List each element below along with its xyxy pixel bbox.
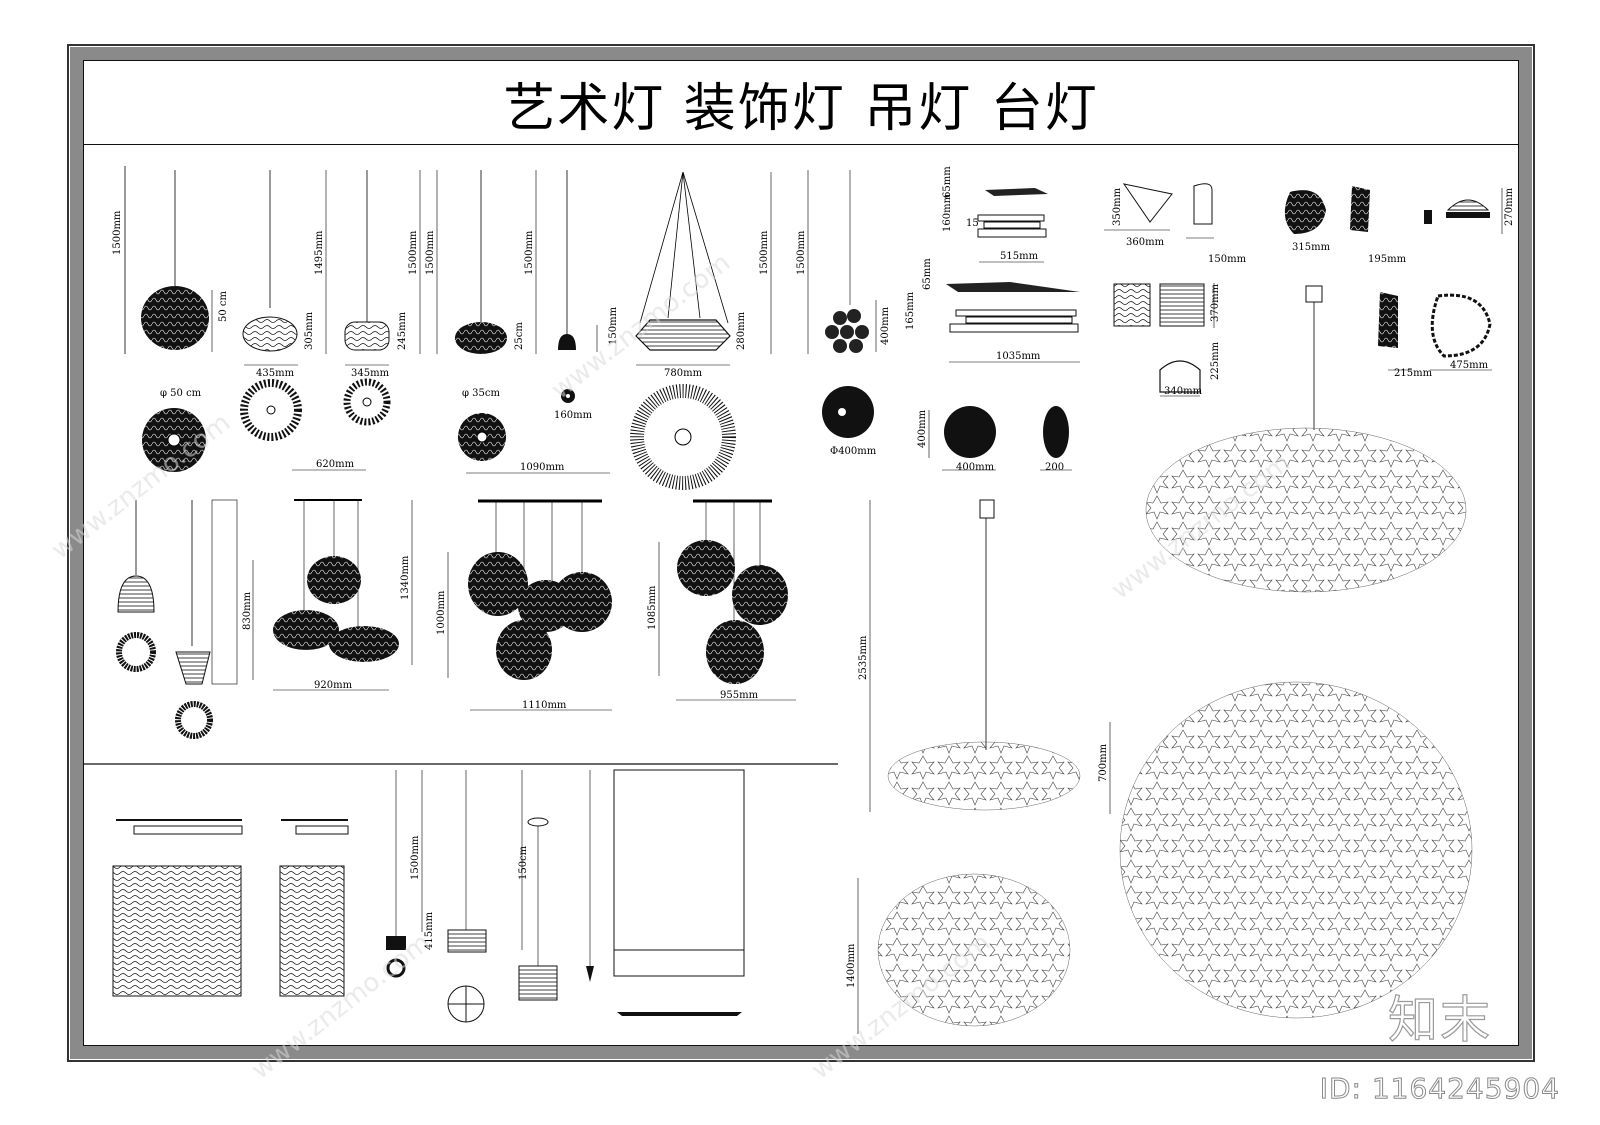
dim-text: 245mm [397,311,408,350]
pendant-drum-shade [518,770,594,1001]
dim-text: 270mm [1504,187,1515,226]
dim-text: 200 [1045,462,1064,473]
glass-panel-lamp [613,769,745,1016]
dim-text: 955mm [720,690,759,701]
drawing-frame-inner [83,60,1519,1046]
sheet-title: 艺术灯 装饰灯 吊灯 台灯 [503,78,1099,139]
dim-text: 1035mm [996,351,1041,362]
dim-text: 1090mm [520,462,565,473]
dim-text: 830mm [242,591,253,630]
dim-text: 1500mm [759,230,770,275]
dim-text: 15 [966,218,979,229]
dim-text: 620mm [316,459,355,470]
wall-panel-wave-large [112,819,243,997]
dim-text: 400mm [880,306,891,345]
image-id: ID: 1164245904 [1319,1072,1560,1106]
plan-diamond [630,384,736,490]
dim-text: 305mm [304,311,315,350]
dim-text: 1500mm [524,230,535,275]
plan-drum [343,378,391,426]
dim-text: 475mm [1450,360,1489,371]
chandelier-4-nest-1110 [447,499,612,711]
petal-chandelier-plan-small [857,873,1071,1034]
dim-text: 150mm [1208,254,1247,265]
watermark-text: www.znzmo.com [46,408,236,566]
wall-panel-wave-small [279,819,349,997]
dim-text: 160mm [554,410,593,421]
dim-text: 400mm [917,409,928,448]
dim-text: 65mm [922,258,933,290]
brand-logo: 知末 [1387,990,1492,1049]
dim-text: 370mm [1210,283,1221,322]
title-divider [83,144,1519,145]
dim-text: Φ400mm [830,446,877,457]
pendant-grape-cluster [807,170,877,354]
dim-text: 345mm [351,368,390,379]
side-grape [1043,406,1069,458]
dim-text: 700mm [1098,743,1109,782]
dim-text: 195mm [1368,254,1407,265]
pendant-oval-435 [242,170,327,366]
dim-text: 25cm [514,322,525,350]
dim-text: 160mm [942,193,953,232]
chandelier-3-nest-920 [273,499,413,691]
dim-text: 1500mm [796,230,807,275]
petal-chandelier-large [1145,285,1467,593]
pendant-nest-35cm [455,170,537,354]
dim-text: 1110mm [522,700,567,711]
dim-text: 150cm [518,845,529,880]
dim-text: 1500mm [410,835,421,880]
ceiling-layered-515 [977,188,1048,263]
dim-text: 1500mm [425,230,436,275]
drawing-frame-band [70,47,1532,1059]
pendant-diamond-780 [635,171,772,366]
chandelier-3-nest-955 [658,499,796,701]
plan-grape-2 [944,406,996,458]
pendant-drum-345 [344,170,438,366]
dim-text: 1000mm [436,590,447,635]
dim-text: 350mm [1112,187,1123,226]
dim-text: 315mm [1292,242,1331,253]
dim-text: 920mm [314,680,353,691]
dim-text: 1085mm [647,585,658,630]
dim-text: 415mm [424,911,435,950]
dim-text: 65mm [942,166,953,198]
dim-text: 225mm [1210,341,1221,380]
dim-text: 1340mm [400,555,411,600]
dim-text: 435mm [256,368,295,379]
dim-text: 50 cm [218,290,229,322]
pendant-mini-drums [386,770,487,1023]
dim-text: 1500mm [112,210,123,255]
dim-text: 280mm [736,311,747,350]
dim-text: 150mm [608,306,619,345]
plan-grape [822,386,874,438]
dim-text: 515mm [1000,251,1039,262]
dim-text: 1500mm [408,230,419,275]
dim-text: 1495mm [314,230,325,275]
pendant-mini-bell [558,170,598,352]
pendant-nest-50cm [124,166,213,354]
dim-text: 400mm [956,462,995,473]
plan-oval [240,379,302,441]
petal-chandelier-plan-large [1119,681,1473,1019]
dim-text: 215mm [1394,368,1433,379]
dim-text: 2535mm [858,635,869,680]
wall-lamp-shades [1113,283,1215,397]
pendant-small-bells [116,499,238,739]
dim-text: 165mm [905,291,916,330]
wall-lamp-ripple [1378,292,1492,371]
dim-text: 1400mm [846,943,857,988]
dim-text: 340mm [1164,386,1203,397]
dim-text: 360mm [1126,237,1165,248]
wall-lamp-set [1104,183,1503,239]
dim-text: 780mm [664,368,703,379]
ceiling-layered-1035 [946,282,1080,363]
petal-chandelier-medium [869,499,1081,812]
dim-text: φ 50 cm [160,388,202,399]
dim-text: φ 35cm [462,388,501,399]
